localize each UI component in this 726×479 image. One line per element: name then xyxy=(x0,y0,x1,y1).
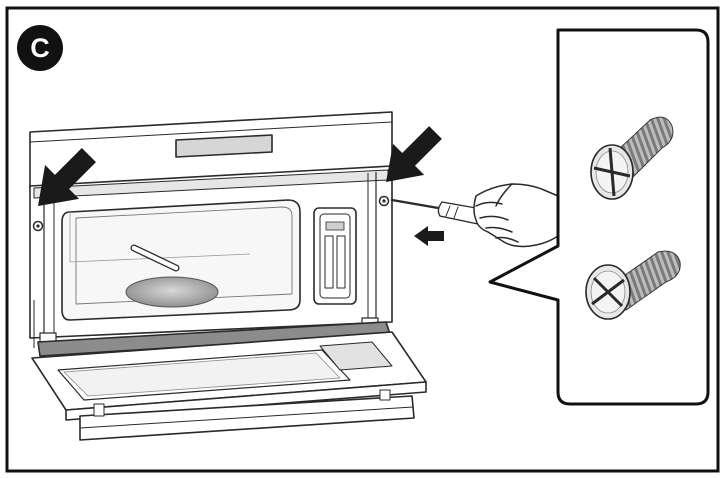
arrow-down-left-icon xyxy=(386,126,442,182)
base-trim xyxy=(79,395,415,441)
step-badge-icon: C xyxy=(17,25,63,71)
screw-icon xyxy=(585,250,681,320)
cavity-rod xyxy=(130,244,180,272)
turntable-tray xyxy=(125,276,219,308)
step-label: C xyxy=(30,32,50,63)
arrow-down-left-icon xyxy=(38,148,96,206)
oven-cavity xyxy=(61,199,301,321)
hand-icon xyxy=(473,183,559,248)
display-window xyxy=(175,134,273,158)
arrow-left-icon xyxy=(414,226,444,246)
appliance xyxy=(29,111,427,441)
screw-icon xyxy=(590,116,674,200)
side-vent-panel xyxy=(313,207,357,305)
